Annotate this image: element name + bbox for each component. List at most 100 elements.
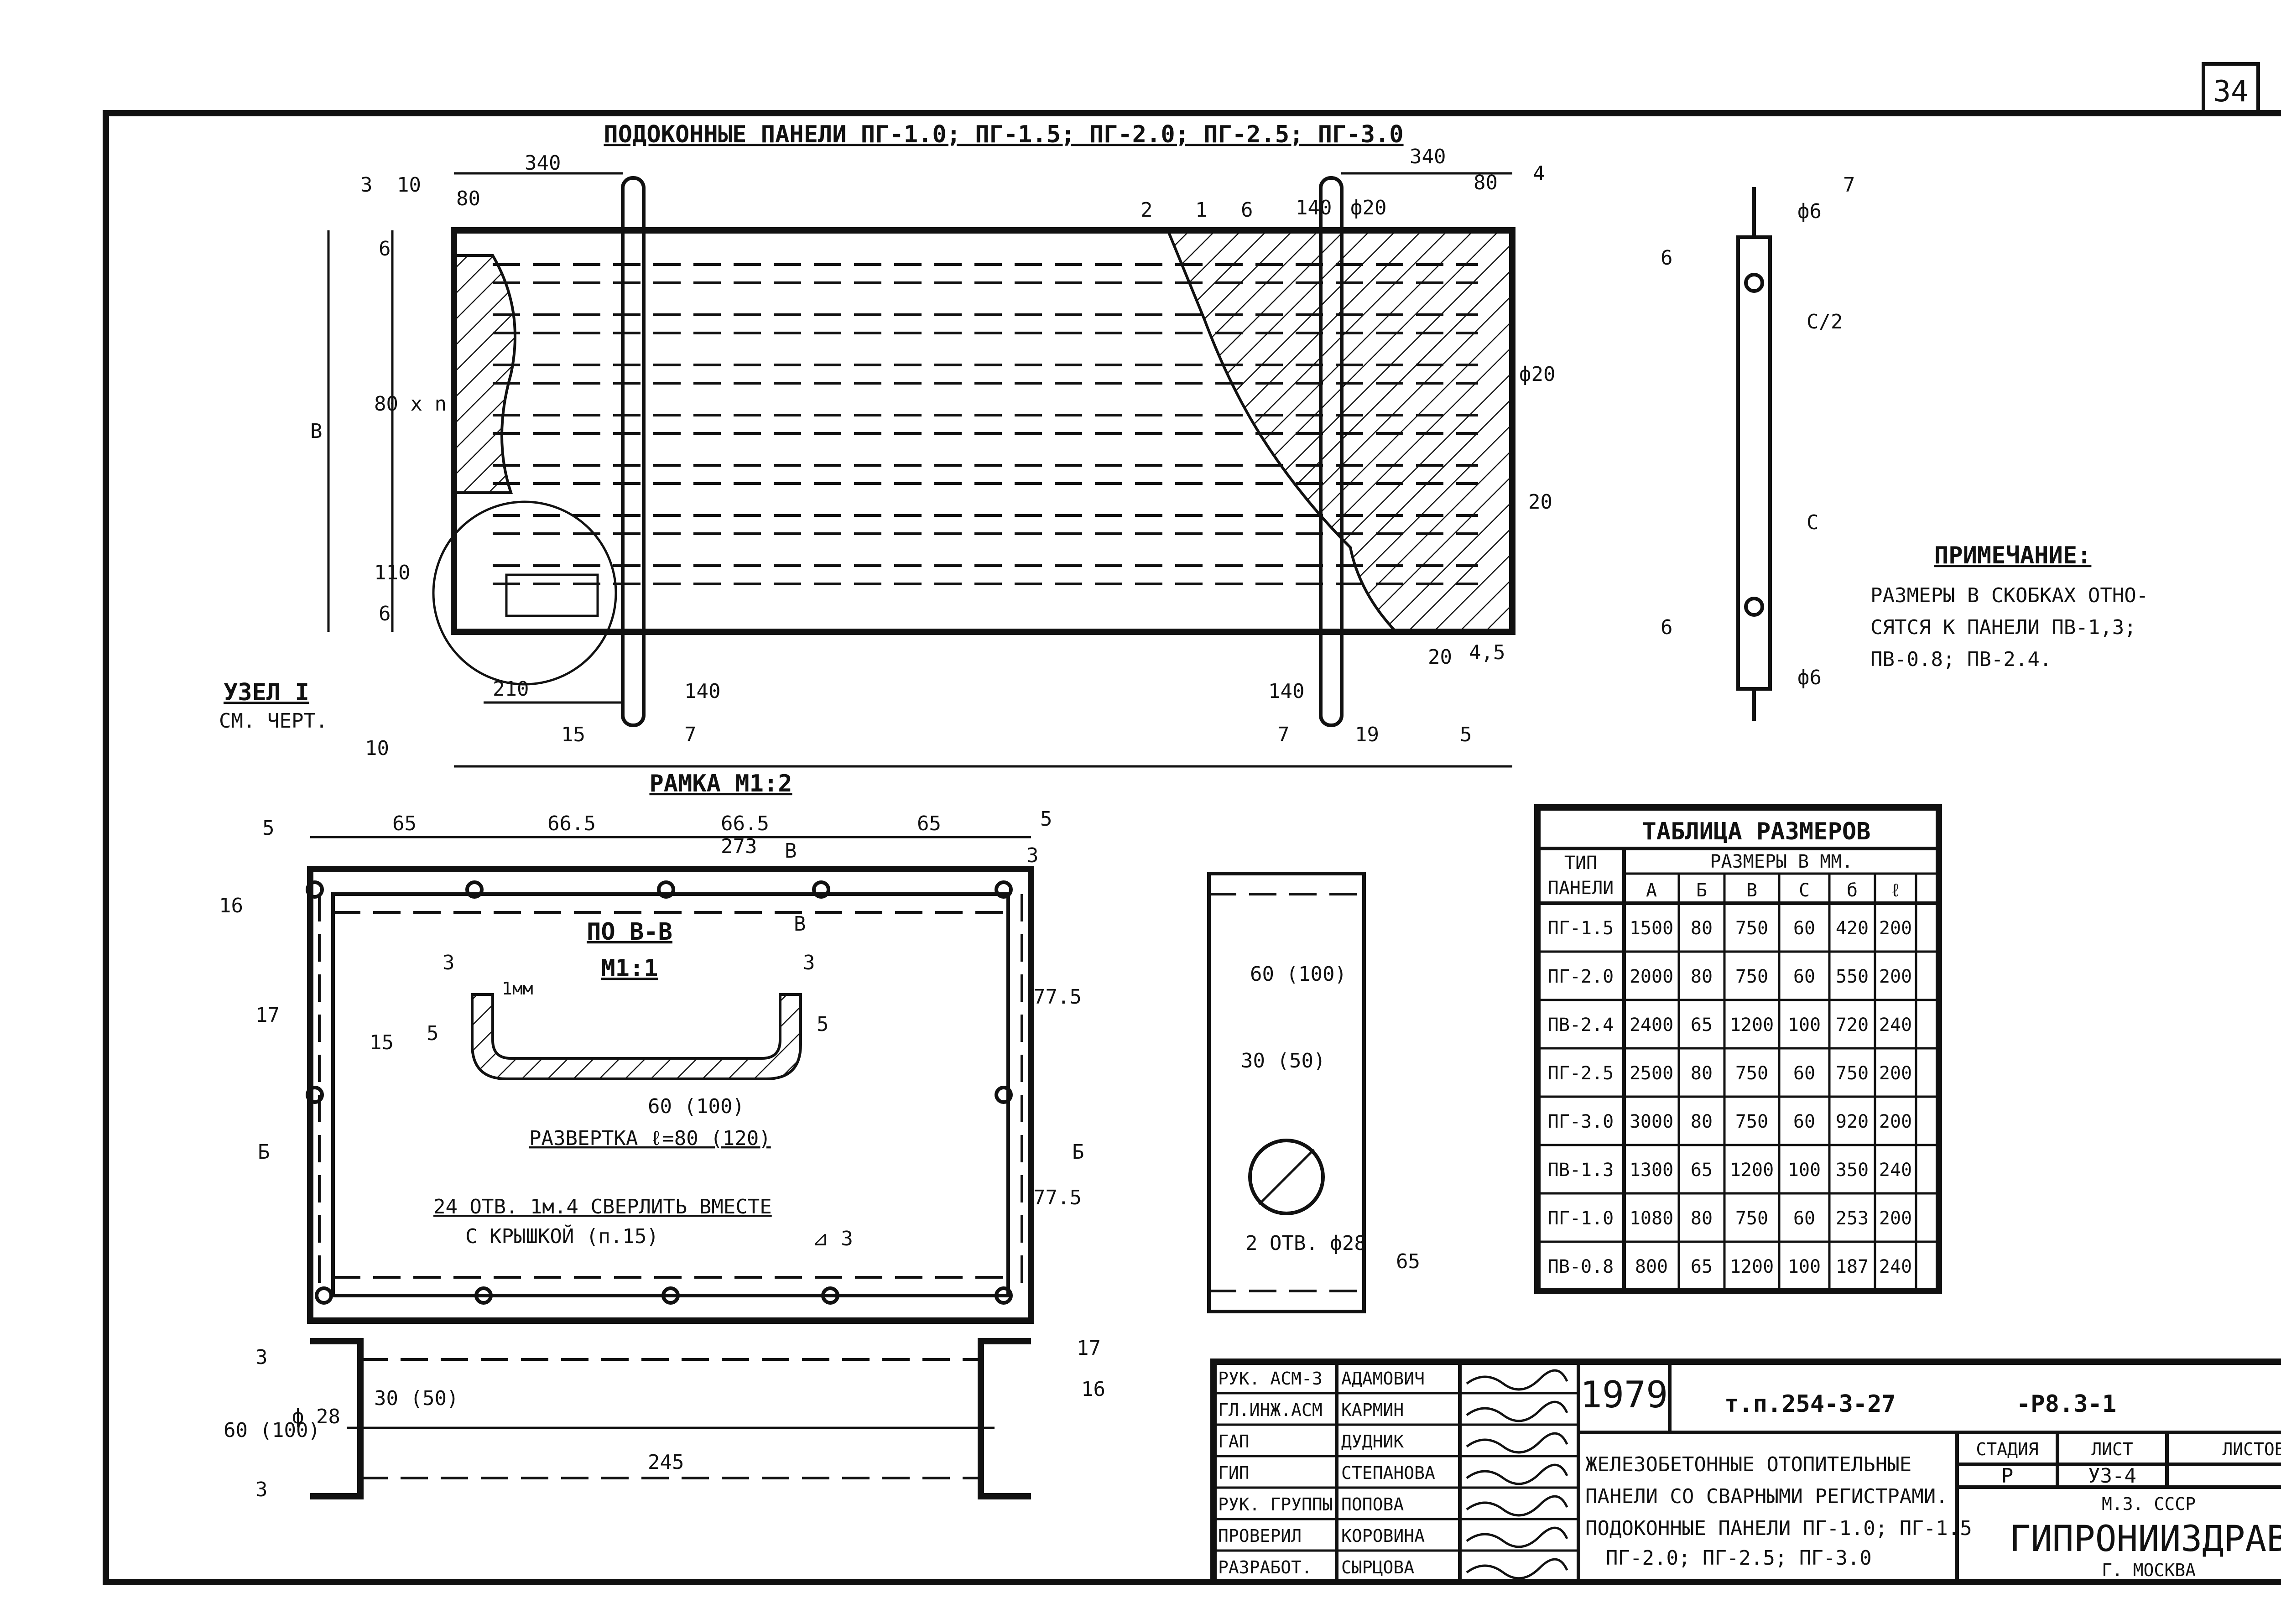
table-cell: 187 [1836,1256,1869,1277]
tb-signature [1466,1558,1568,1580]
dim-6-side-bottom: 6 [1661,616,1673,639]
side-view: ф6 7 6 С/2 С 6 ф6 [1661,173,1855,721]
dim-phi20-right: ф20 [1519,363,1555,386]
tb-signature [1466,1463,1568,1485]
holes-note-1: 24 ОТВ. 1м.4 СВЕРЛИТЬ ВМЕСТЕ [433,1195,772,1218]
dim-3-frame: 3 [1026,844,1039,867]
tb-sheet-label: ЛИСТ [2091,1439,2133,1459]
dim-phi20-top: ф20 [1350,196,1386,219]
table-cell: 750 [1836,1063,1869,1084]
section-mark-b-left: Б [258,1140,270,1164]
plate-dim-30: 30 (50) [1241,1049,1325,1072]
table-cell: 200 [1879,1111,1912,1132]
dim-20-bottom: 20 [1428,645,1452,669]
table-cell: 750 [1735,1063,1768,1084]
table-row-type: ПГ-2.5 [1548,1063,1614,1084]
table-cell: 2500 [1630,1063,1673,1084]
table-cell: 1200 [1730,1160,1774,1181]
frame-view: РАМКА М1:2 5 65 66.5 66.5 273 65 5 [219,770,1084,1324]
dim-6-top: 6 [379,237,391,260]
table-cell: 80 [1691,966,1713,987]
tb-name: АДАМОВИЧ [1341,1369,1425,1389]
tb-project-code: т.п.254-3-27 [1724,1390,1896,1418]
table-group-header: РАЗМЕРЫ В ММ. [1710,851,1853,872]
dim-80xn: 80 х n [374,392,447,416]
frame-holes [306,880,1013,1305]
frame-title: РАМКА М1:2 [649,770,792,797]
dim-140-top: 140 [1296,196,1332,219]
callout-6: 6 [1241,198,1253,222]
plate-holes: 2 ОТВ. ф28 [1245,1232,1366,1255]
callout-3: 3 [360,173,373,197]
table-cell: 1300 [1630,1160,1673,1181]
note-line-2: СЯТСЯ К ПАНЕЛИ ПВ-1,3; [1870,616,2136,639]
callout-5: 5 [1460,723,1472,746]
dim-77-5-a: 77.5 [1033,985,1082,1009]
table-cell: 350 [1836,1160,1869,1181]
table-row-type: ПВ-1.3 [1548,1160,1614,1181]
table-header-cell: С [1799,880,1810,901]
table-cell: 80 [1691,1111,1713,1132]
dim-110: 110 [374,561,410,584]
tb-year: 1979 [1580,1374,1668,1416]
dim-c-half: С/2 [1807,310,1843,333]
dim-65-right: 65 [917,812,941,835]
side-bar [1736,235,1772,691]
table-cell: 1500 [1630,918,1673,939]
note-line-3: ПВ-0.8; ПВ-2.4. [1870,648,2052,671]
table-cell: 60 [1793,918,1815,939]
dim-340-right: 340 [1410,145,1446,168]
callout-16-channel: 16 [1081,1378,1105,1401]
table-cell: 60 [1793,1063,1815,1084]
cutaway-section-left [453,254,516,494]
table-cell: 200 [1879,966,1912,987]
riser-pipe-left [621,176,646,727]
table-cell: 920 [1836,1111,1869,1132]
tb-description-2: ПАНЕЛИ СО СВАРНЫМИ РЕГИСТРАМИ. [1585,1485,1948,1508]
tb-stage: Р [2001,1464,2014,1488]
tb-signature [1466,1369,1568,1391]
table-cell: 240 [1879,1160,1912,1181]
weld-symbol: ⊿ 3 [812,1227,853,1250]
table-row-type: ПВ-0.8 [1548,1256,1614,1277]
table-header-cell: В [1746,880,1757,901]
section-title: ПО В-В [587,918,672,946]
tb-organization: ГИПРОНИИЗДРАВ [2010,1519,2281,1560]
tb-sheet: У3-4 [2088,1464,2136,1488]
table-cell: 65 [1691,1256,1713,1277]
callout-4: 4 [1533,162,1545,185]
table-cell: 253 [1836,1208,1869,1229]
section-scale: М1:1 [601,955,658,982]
plate-dim-65: 65 [1396,1250,1420,1273]
dimensions-table: ТАБЛИЦА РАЗМЕРОВ ТИП ПАНЕЛИ РАЗМЕРЫ В ММ… [1534,804,1942,1294]
table-cell: 750 [1735,918,1768,939]
callout-15: 15 [561,723,585,746]
table-cell: 100 [1788,1015,1821,1036]
table-cell: 100 [1788,1256,1821,1277]
table-header-cell: ℓ [1890,880,1901,901]
sec-dim-15: 15 [370,1031,394,1054]
dim-phi6-top: ф6 [1797,200,1822,223]
table-cell: 200 [1879,1063,1912,1084]
table-row-type: ПГ-1.0 [1548,1208,1614,1229]
plate-view: 60 (100) 30 (50) 2 ОТВ. ф28 65 [1207,872,1420,1313]
tb-name: КАРМИН [1341,1400,1404,1420]
table-title: ТАБЛИЦА РАЗМЕРОВ [1642,818,1871,845]
table-row-type: ПГ-1.5 [1548,918,1614,939]
dim-c: С [1807,511,1819,534]
note-heading: ПРИМЕЧАНИЕ: [1934,542,2091,569]
dim-B: В [310,420,323,443]
callout-1: 1 [1195,198,1208,222]
channel-dim-3-top: 3 [255,1346,268,1369]
tb-sheets-label: ЛИСТОВ [2222,1439,2281,1459]
riser-pipe-right [1319,176,1344,727]
table-cell: 200 [1879,918,1912,939]
dim-6-bottom: 6 [379,602,391,625]
table-cell: 60 [1793,1111,1815,1132]
section-profile [471,993,802,1080]
table-cell: 100 [1788,1160,1821,1181]
tb-name: ПОПОВА [1341,1494,1404,1515]
sheet-number-box [2202,62,2260,115]
sec-dim-60: 60 (100) [648,1095,745,1118]
